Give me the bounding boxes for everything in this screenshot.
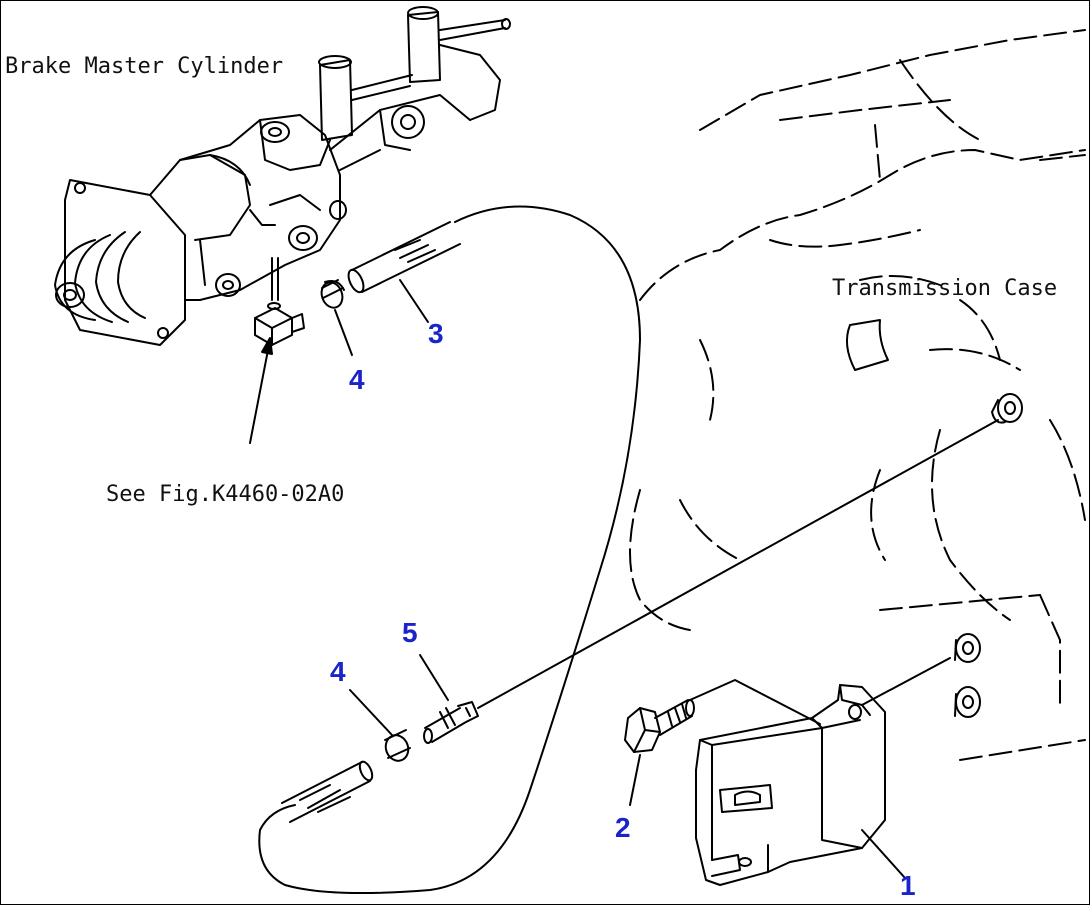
hose-lower-end-drawing <box>281 760 374 823</box>
leader-4-lower <box>349 689 393 736</box>
transmission-case-label: Transmission Case <box>832 276 1058 301</box>
callout-3: 3 <box>428 318 444 349</box>
transmission-case-drawing <box>629 29 1086 761</box>
hose-connector-drawing <box>423 701 479 744</box>
connection-line-bolt <box>689 679 821 725</box>
brake-master-cylinder-drawing <box>54 6 511 346</box>
connection-line-bracket <box>861 657 951 706</box>
callout-5: 5 <box>402 617 418 648</box>
hose-upper-end-drawing <box>347 221 461 294</box>
hose-clamp-lower-drawing <box>384 729 411 762</box>
leader-4-upper <box>334 309 353 356</box>
see-fig-arrow-line <box>249 349 269 444</box>
hose-clamp-upper-drawing <box>320 279 345 309</box>
callout-2: 2 <box>615 812 631 843</box>
connection-line-upper <box>477 419 999 709</box>
tee-fitting-drawing <box>254 302 305 346</box>
see-fig-arrowhead <box>261 337 273 355</box>
brake-hose-loop <box>258 205 641 895</box>
see-fig-label: See Fig.K4460-02A0 <box>106 482 345 507</box>
case-boss-drawing <box>845 319 1023 718</box>
leader-1 <box>861 829 906 879</box>
leader-5 <box>419 654 449 701</box>
callout-4-lower: 4 <box>330 656 346 687</box>
callout-1: 1 <box>900 870 916 901</box>
bolt-drawing <box>624 699 695 753</box>
bracket-drawing <box>695 684 886 886</box>
callout-4-upper: 4 <box>349 364 365 395</box>
leader-2 <box>629 754 641 806</box>
leader-3 <box>399 279 429 323</box>
brake-master-cylinder-label: Brake Master Cylinder <box>5 54 284 79</box>
